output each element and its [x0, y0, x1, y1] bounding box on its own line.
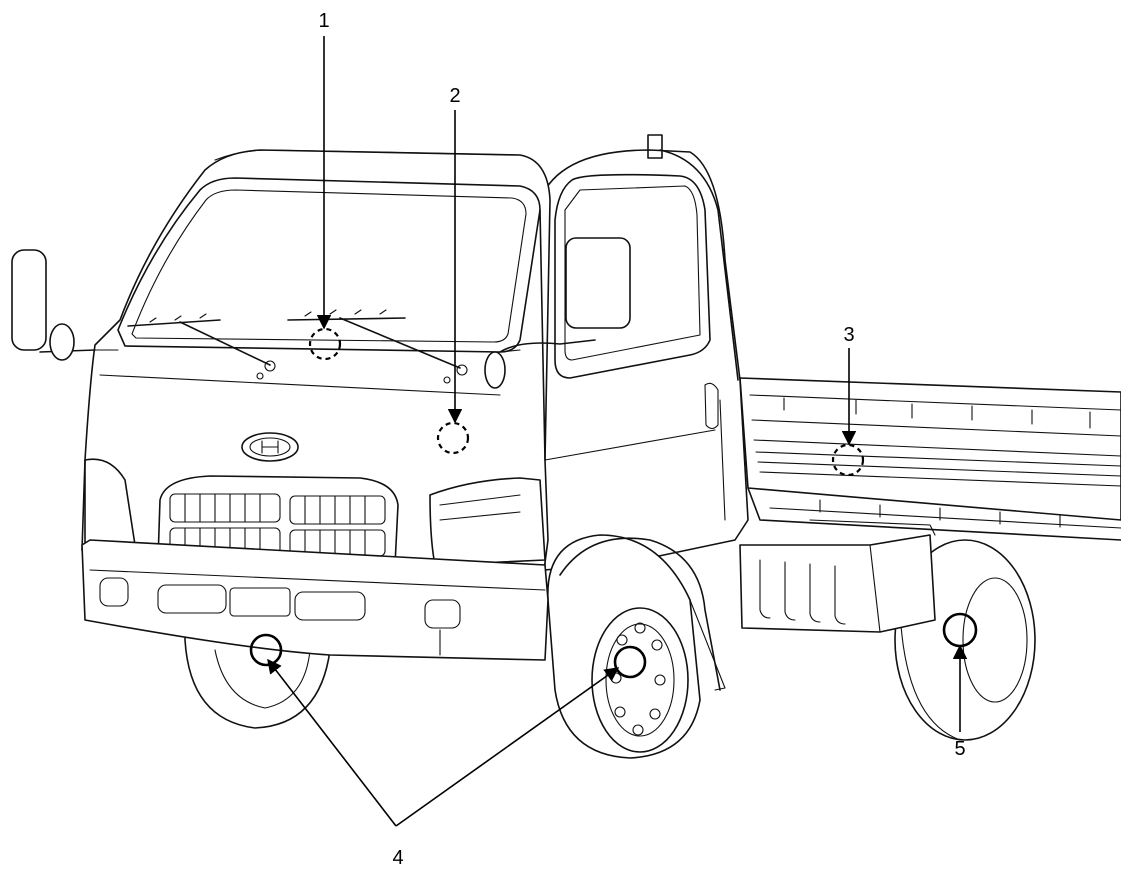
front-bumper	[81, 539, 549, 661]
callout-1: 1	[308, 10, 342, 361]
cargo-bed	[739, 377, 1121, 541]
callout-4-marker-a	[249, 633, 283, 667]
callout-2-hidden-marker	[436, 421, 470, 455]
callout-3: 3	[831, 324, 865, 477]
truck-illustration	[11, 134, 1121, 759]
front-right-wheel	[547, 534, 726, 759]
callout-5: 5	[942, 612, 978, 760]
callout-3-hidden-marker	[831, 443, 865, 477]
callout-4-leader-b	[395, 667, 620, 827]
side-box	[739, 519, 936, 633]
callout-2: 2	[436, 85, 470, 455]
callout-1-label: 1	[318, 10, 329, 32]
callout-1-hidden-marker	[308, 327, 342, 361]
callout-4-leader-a	[267, 658, 397, 827]
callout-2-label: 2	[449, 85, 460, 107]
cab-side	[539, 134, 749, 571]
wipers	[127, 309, 468, 384]
callout-4: 4	[249, 633, 647, 869]
callouts: 1 2 3 4 5	[249, 10, 978, 869]
callout-3-label: 3	[843, 324, 854, 346]
callout-4-marker-b	[613, 645, 647, 679]
callout-5-label: 5	[954, 738, 965, 760]
callout-4-label: 4	[392, 847, 403, 869]
callout-5-marker	[942, 612, 978, 648]
